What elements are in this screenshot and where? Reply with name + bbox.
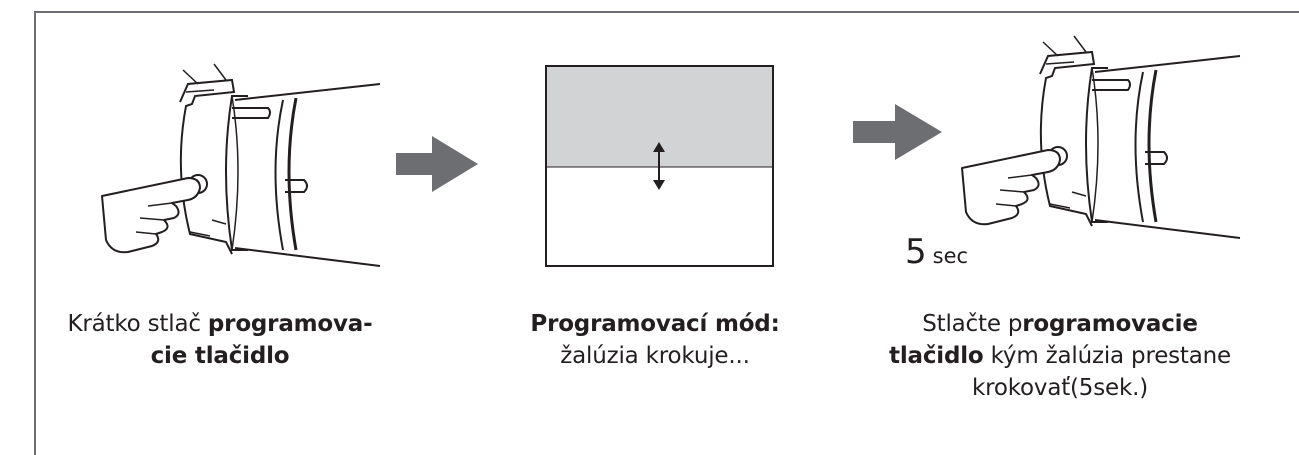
step1-caption: Krátko stlač programova- cie tlačidlo	[50, 308, 390, 372]
motor-illustration-step3	[960, 34, 1242, 240]
step3-caption: Stlačte programovacie tlačidlo kým žalúz…	[845, 308, 1275, 404]
step3-caption-bold-1: rogramovacie	[1022, 311, 1198, 337]
step3-caption-text-1: Stlačte p	[922, 311, 1023, 337]
arrow-right-icon	[853, 104, 942, 160]
step1-caption-text: Krátko stlač	[67, 311, 208, 337]
motor-illustration-step1	[100, 62, 382, 268]
timer-unit: sec	[932, 244, 969, 268]
blind-window-diagram	[545, 65, 774, 267]
step3-caption-text-3: krokovať(5sek.)	[972, 375, 1148, 401]
panel-frame	[34, 11, 1299, 455]
step2-caption-bold: Programovací mód:	[530, 311, 780, 337]
timer-value: 5	[905, 232, 927, 272]
step3-caption-bold-2: tlačidlo	[889, 343, 984, 369]
step3-caption-text-2: kým žalúzia prestane	[983, 343, 1232, 369]
step2-caption: Programovací mód: žalúzia krokuje...	[490, 308, 820, 372]
step2-caption-text: žalúzia krokuje...	[560, 343, 750, 369]
arrow-right-icon	[396, 136, 478, 192]
up-down-arrow-icon	[653, 142, 665, 190]
step1-caption-bold-2: cie tlačidlo	[150, 343, 290, 369]
step1-caption-bold: programova-	[207, 311, 373, 337]
